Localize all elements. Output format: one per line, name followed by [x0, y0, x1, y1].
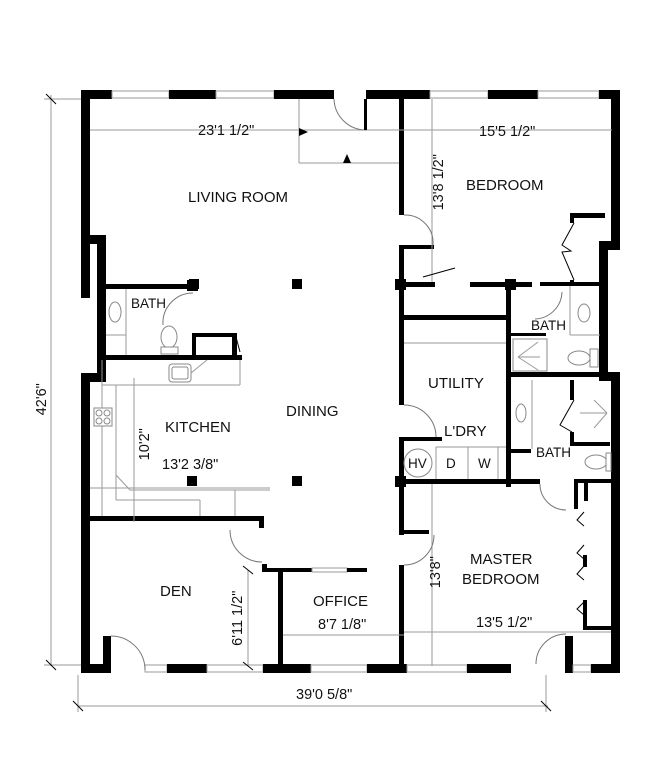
column	[189, 279, 199, 289]
interior-walls	[86, 95, 614, 668]
office-width-dimension: 8'7 1/8"	[318, 617, 367, 633]
overall-height-dimension-line	[44, 93, 81, 671]
master-bedroom-label-line2: BEDROOM	[462, 571, 540, 588]
overall-width-dimension: 39'0 5/8"	[296, 687, 353, 703]
exterior-walls	[81, 90, 620, 673]
master-bedroom-label-line1: MASTER	[470, 551, 533, 568]
bedroom-depth-dimension: 13'8 1/2"	[430, 154, 447, 211]
laundry-label: L'DRY	[444, 423, 487, 440]
dimension-lines	[90, 99, 612, 671]
bath-left-label: BATH	[131, 296, 167, 311]
living-room-label: LIVING ROOM	[188, 189, 289, 206]
dining-label: DINING	[286, 403, 339, 420]
master-bedroom-depth-dimension: 13'8"	[427, 556, 444, 589]
dryer-label: D	[446, 456, 456, 471]
column	[187, 476, 197, 486]
column	[292, 476, 302, 486]
kitchen-label: KITCHEN	[165, 419, 231, 436]
kitchen-width-dimension: 13'2 3/8"	[162, 457, 219, 473]
bath-upper-right-label: BATH	[531, 318, 567, 333]
den-label: DEN	[160, 583, 192, 600]
overall-width-dimension-line	[72, 675, 552, 712]
kitchen-depth-dimension: 10'2"	[136, 428, 153, 461]
overall-height-dimension: 42'6"	[33, 383, 50, 416]
counters-and-fixtures	[93, 98, 612, 671]
bedroom-label: BEDROOM	[466, 177, 544, 194]
bedroom-width-dimension: 15'5 1/2"	[479, 124, 536, 140]
bath-lower-right-label: BATH	[536, 445, 572, 460]
washer-label: W	[478, 456, 491, 471]
column	[292, 279, 302, 289]
master-bedroom-width-dimension: 13'5 1/2"	[476, 615, 533, 631]
hvac-label: HV	[408, 456, 427, 471]
living-room-dimension: 23'1 1/2"	[198, 123, 255, 139]
office-label: OFFICE	[313, 593, 368, 610]
den-depth-dimension: 6'11 1/2"	[229, 590, 246, 646]
utility-label: UTILITY	[428, 375, 484, 392]
